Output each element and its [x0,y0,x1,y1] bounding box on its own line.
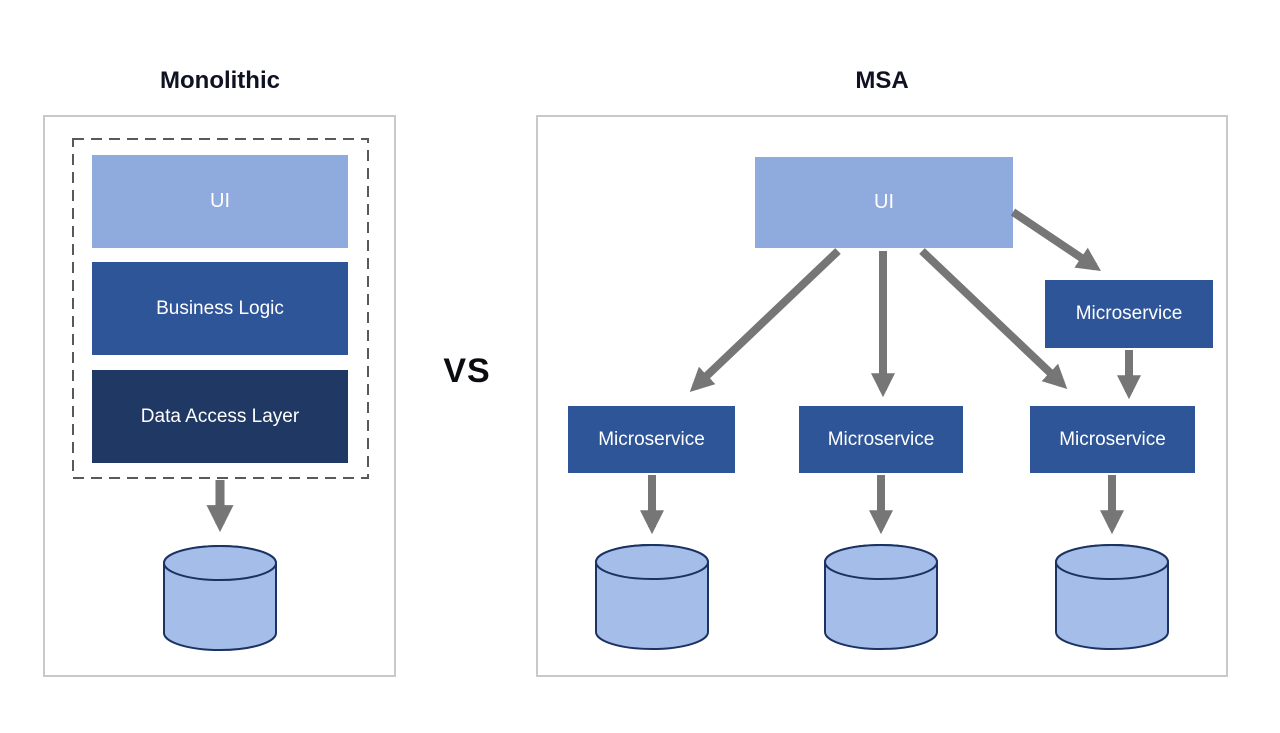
monolith-layer-data-access-label: Data Access Layer [140,405,300,427]
monolith-layer-ui: UI [92,155,348,248]
microservice-bottom-center-label: Microservice [827,428,935,450]
monolith-layer-business-logic-label: Business Logic [156,297,284,319]
microservice-box-bottom-center: Microservice [799,406,963,473]
microservice-bottom-right-label: Microservice [1059,428,1166,450]
monolith-layer-ui-label: UI [210,190,230,212]
microservice-bottom-left-label: Microservice [598,428,705,450]
microservice-box-top-right: Microservice [1045,280,1213,348]
msa-ui-label: UI [874,191,894,213]
microservice-box-bottom-right: Microservice [1030,406,1195,473]
monolith-layer-data-access: Data Access Layer [92,370,348,463]
monolith-layer-business-logic: Business Logic [92,262,348,355]
microservice-box-bottom-left: Microservice [568,406,735,473]
msa-title: MSA [855,67,909,94]
versus-label: VS [443,352,491,390]
microservice-top-right-label: Microservice [1075,303,1183,324]
msa-ui-box: UI [755,157,1013,248]
monolithic-title: Monolithic [160,67,280,94]
